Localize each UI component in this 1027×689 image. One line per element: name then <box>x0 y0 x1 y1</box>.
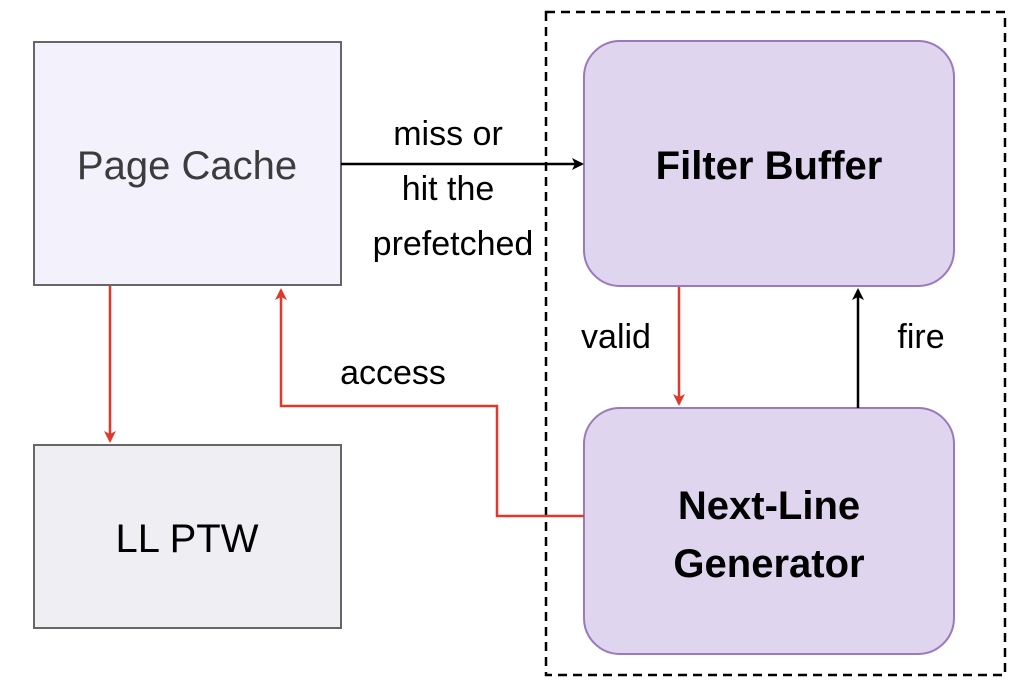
fire-label: fire <box>897 318 944 356</box>
miss-or-label-line2: hit the <box>402 170 495 208</box>
filter-buffer-node: Filter Buffer <box>583 40 955 287</box>
miss-or-label-line1: miss or <box>393 115 503 153</box>
next-line-generator-label-line1: Next-Line <box>678 484 860 528</box>
next-line-generator-node: Next-Line Generator <box>583 407 955 655</box>
ll-ptw-node: LL PTW <box>33 444 342 629</box>
prefetcher-group-boundary <box>544 10 1007 677</box>
next-line-generator-label-line2: Generator <box>673 542 864 586</box>
miss-or-label-line3: prefetched <box>373 225 534 263</box>
filter-buffer-label: Filter Buffer <box>656 144 883 188</box>
access-arrow <box>275 288 584 518</box>
page-cache-node: Page Cache <box>33 41 342 286</box>
ll-ptw-label: LL PTW <box>116 517 259 561</box>
valid-label: valid <box>581 318 651 356</box>
access-label: access <box>340 354 446 392</box>
page-cache-label: Page Cache <box>77 144 297 188</box>
